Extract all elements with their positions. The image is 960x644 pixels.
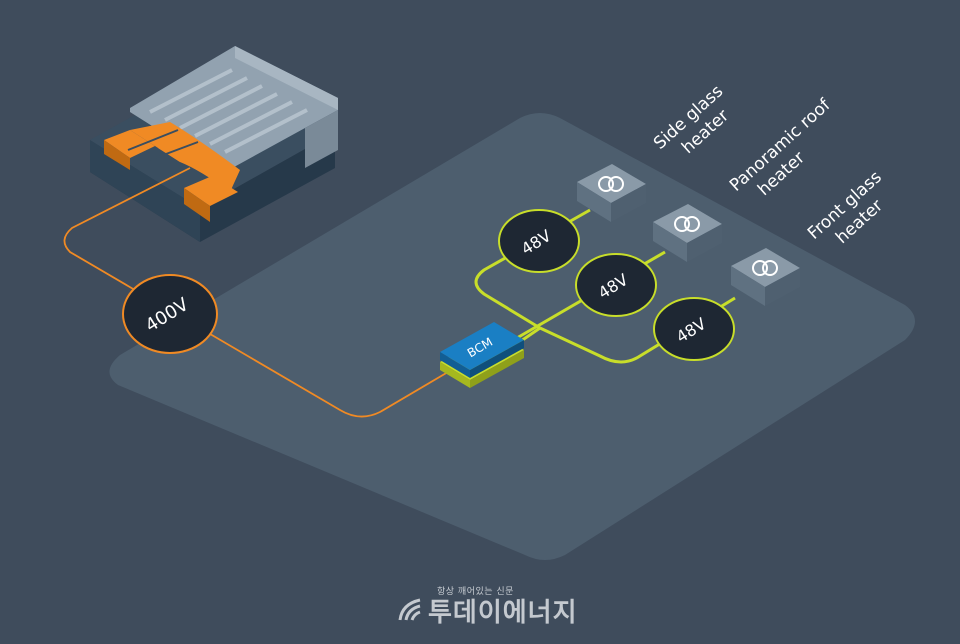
heater-coil-icon [674,216,700,232]
heater-label-side-glass: Side glass heater [650,78,746,170]
battery-pack [90,46,338,242]
high-voltage-badge: 400V [122,274,218,354]
heater-coil-icon [752,260,778,276]
watermark-tagline: 항상 깨어있는 신문 [437,587,514,597]
heater-front-glass [731,248,800,306]
heater-panoramic-roof [653,204,722,262]
watermark-logo-icon [398,598,421,621]
watermark-name: 투데이에너지 [428,598,578,628]
low-voltage-badge: 48V [575,253,657,317]
low-voltage-badge: 48V [653,297,735,361]
heater-coil-icon [598,176,624,192]
low-voltage-badge: 48V [498,209,580,273]
heater-label-front-glass: Front glass heater [804,164,905,260]
heater-side-glass [577,164,646,222]
bcm-converter: BCM [440,322,524,388]
heater-label-panoramic-roof: Panoramic roof heater [726,92,853,212]
